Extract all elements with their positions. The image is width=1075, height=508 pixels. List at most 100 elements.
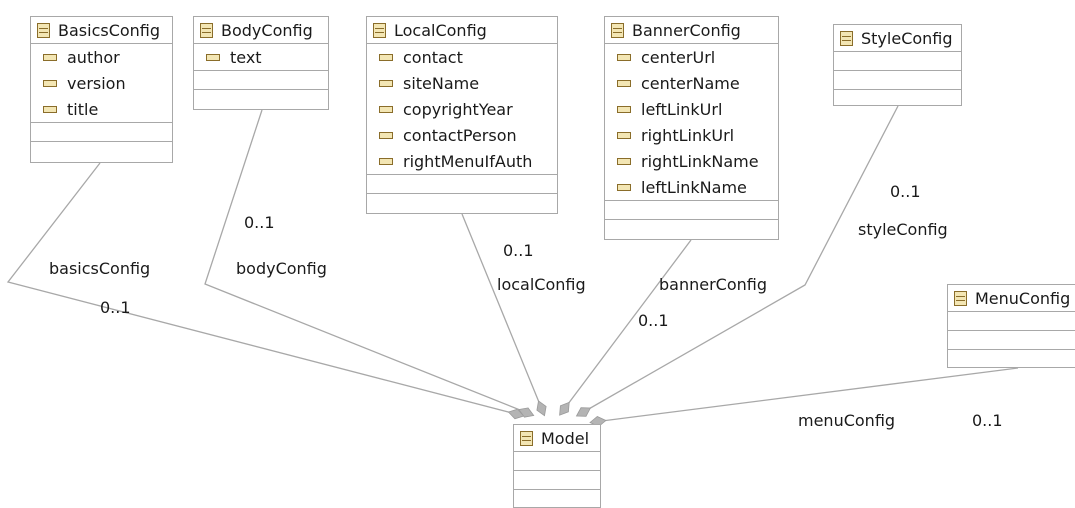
empty-compartment — [367, 194, 557, 212]
attributes-compartment — [948, 312, 1075, 331]
attribute[interactable]: text — [194, 44, 328, 70]
attribute[interactable]: centerName — [605, 70, 778, 96]
class-icon — [954, 290, 967, 306]
class-name: BodyConfig — [221, 20, 313, 40]
attribute-name: copyrightYear — [403, 99, 513, 119]
association-line-menuconfig[interactable] — [593, 367, 1019, 423]
attribute-name: siteName — [403, 73, 480, 93]
association-line-bannerconfig[interactable] — [561, 239, 692, 413]
attributes-compartment — [514, 452, 600, 471]
attribute-icon — [617, 131, 631, 139]
class-bannerconfig[interactable]: BannerConfig centerUrl centerName leftLi… — [604, 16, 779, 240]
attribute-name: version — [67, 73, 126, 93]
class-icon — [200, 22, 213, 38]
attribute-name: text — [230, 47, 262, 67]
class-header: StyleConfig — [834, 25, 961, 52]
class-bodyconfig[interactable]: BodyConfig text — [193, 16, 329, 110]
class-name: MenuConfig — [975, 288, 1071, 308]
multiplicity-label-styleconfig: 0..1 — [890, 182, 921, 201]
attribute-name: centerName — [641, 73, 740, 93]
attribute[interactable]: leftLinkUrl — [605, 96, 778, 122]
attribute[interactable]: rightMenuIfAuth — [367, 148, 557, 174]
composition-diamond-icon — [518, 407, 535, 418]
class-styleconfig[interactable]: StyleConfig — [833, 24, 962, 106]
role-label-basicsconfig: basicsConfig — [49, 259, 151, 278]
attribute[interactable]: version — [31, 70, 172, 96]
attribute-icon — [617, 183, 631, 191]
class-name: BannerConfig — [632, 20, 741, 40]
role-label-styleconfig: styleConfig — [858, 220, 948, 239]
attribute-name: leftLinkName — [641, 177, 747, 197]
class-icon — [520, 430, 533, 446]
empty-compartment — [948, 350, 1075, 368]
attribute-icon — [43, 105, 57, 113]
association-line-localconfig[interactable] — [461, 213, 544, 413]
attribute[interactable]: title — [31, 96, 172, 122]
class-icon — [373, 22, 386, 38]
composition-diamond-icon — [559, 401, 570, 416]
attribute[interactable]: leftLinkName — [605, 174, 778, 200]
attribute[interactable]: contactPerson — [367, 122, 557, 148]
empty-compartment — [194, 90, 328, 108]
attribute-icon — [379, 157, 393, 165]
attribute-icon — [43, 79, 57, 87]
class-header: MenuConfig — [948, 285, 1075, 312]
attribute-name: centerUrl — [641, 47, 716, 67]
class-header: Model — [514, 425, 600, 452]
attribute-name: contactPerson — [403, 125, 517, 145]
attribute[interactable]: centerUrl — [605, 44, 778, 70]
attribute[interactable]: contact — [367, 44, 557, 70]
association-line-bodyconfig[interactable] — [204, 109, 531, 415]
class-localconfig[interactable]: LocalConfig contact siteName copyrightYe… — [366, 16, 558, 214]
association-line-styleconfig[interactable] — [579, 105, 899, 415]
class-model[interactable]: Model — [513, 424, 601, 508]
attribute-icon — [379, 53, 393, 61]
class-header: BasicsConfig — [31, 17, 172, 44]
multiplicity-label-basicsconfig: 0..1 — [100, 298, 131, 317]
attribute-icon — [617, 79, 631, 87]
class-icon — [840, 30, 853, 46]
multiplicity-label-menuconfig: 0..1 — [972, 411, 1003, 430]
attribute[interactable]: rightLinkName — [605, 148, 778, 174]
role-label-bannerconfig: bannerConfig — [659, 275, 767, 294]
class-name: LocalConfig — [394, 20, 487, 40]
class-icon — [37, 22, 50, 38]
attribute[interactable]: siteName — [367, 70, 557, 96]
empty-compartment — [834, 90, 961, 108]
class-name: Model — [541, 428, 590, 448]
class-header: LocalConfig — [367, 17, 557, 44]
class-menuconfig[interactable]: MenuConfig — [947, 284, 1075, 368]
class-basicsconfig[interactable]: BasicsConfig author version title — [30, 16, 173, 163]
operations-compartment — [367, 175, 557, 194]
attribute-name: rightLinkName — [641, 151, 759, 171]
attribute-icon — [206, 53, 220, 61]
operations-compartment — [605, 201, 778, 220]
attribute-name: title — [67, 99, 99, 119]
attribute-name: contact — [403, 47, 463, 67]
association-line-basicsconfig[interactable] — [6, 162, 521, 416]
operations-compartment — [514, 471, 600, 490]
operations-compartment — [31, 123, 172, 142]
attribute-icon — [379, 79, 393, 87]
attributes-compartment — [834, 52, 961, 71]
attribute-icon — [43, 53, 57, 61]
attribute-icon — [617, 53, 631, 61]
empty-compartment — [31, 142, 172, 160]
attribute[interactable]: copyrightYear — [367, 96, 557, 122]
empty-compartment — [514, 490, 600, 508]
class-name: StyleConfig — [861, 28, 953, 48]
attribute[interactable]: rightLinkUrl — [605, 122, 778, 148]
class-icon — [611, 22, 624, 38]
attribute-name: leftLinkUrl — [641, 99, 723, 119]
operations-compartment — [194, 71, 328, 90]
multiplicity-label-localconfig: 0..1 — [503, 241, 534, 260]
multiplicity-label-bannerconfig: 0..1 — [638, 311, 669, 330]
composition-diamond-icon — [507, 408, 525, 420]
composition-diamond-icon — [536, 400, 547, 417]
attributes-compartment: author version title — [31, 44, 172, 123]
attributes-compartment: text — [194, 44, 328, 71]
attribute[interactable]: author — [31, 44, 172, 70]
attribute-icon — [379, 105, 393, 113]
class-header: BannerConfig — [605, 17, 778, 44]
